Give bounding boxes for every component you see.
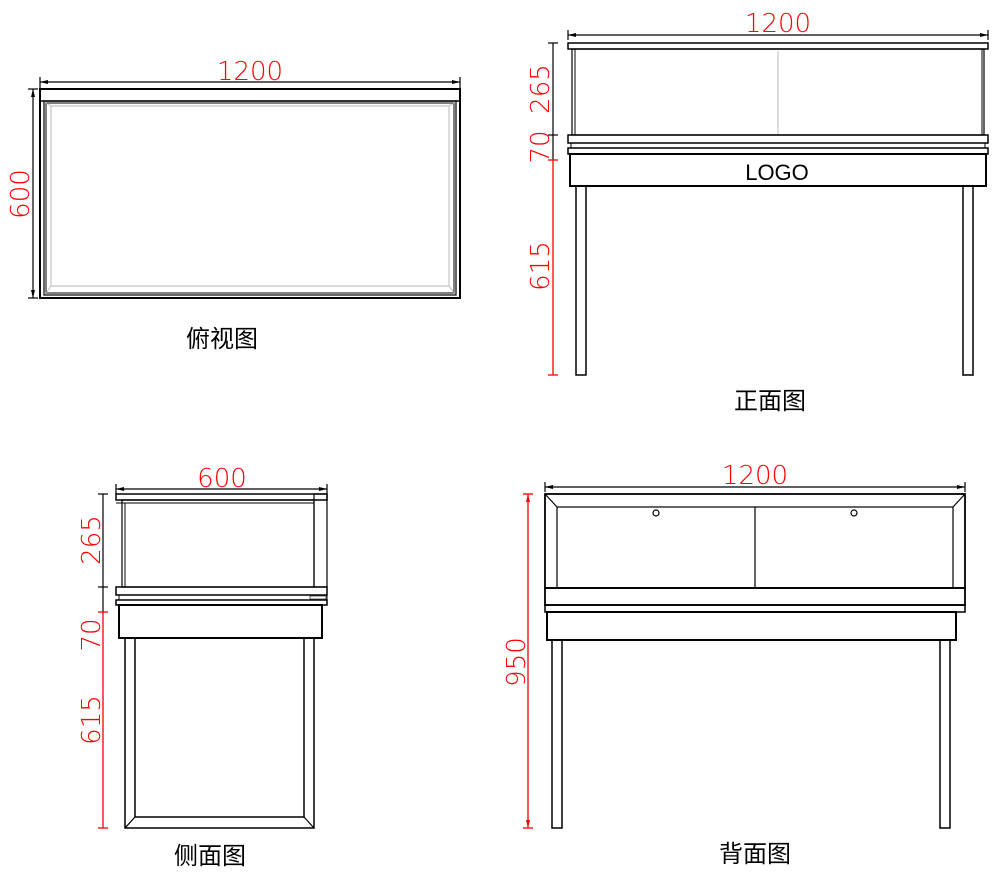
- front-leg-height-label: 615: [526, 241, 556, 291]
- side-depth-dimension: 600: [115, 464, 328, 494]
- back-view: 1200 950 背面图: [502, 461, 966, 868]
- side-base-height-label: 70: [77, 618, 107, 651]
- top-depth-label: 600: [6, 169, 36, 219]
- front-view: 1200 265 70 615 LOGO 正面图: [526, 9, 989, 415]
- side-view: 600 265 70 615 侧面图: [77, 464, 328, 870]
- front-width-dimension: 1200: [567, 9, 989, 40]
- back-width-label: 1200: [722, 461, 788, 491]
- lock-icon: [850, 509, 858, 517]
- front-width-label: 1200: [745, 9, 811, 39]
- back-height-dimension: 950: [502, 493, 533, 829]
- front-base-height-label: 70: [526, 130, 556, 163]
- side-depth-label: 600: [197, 464, 247, 494]
- back-height-label: 950: [502, 637, 532, 687]
- back-width-dimension: 1200: [544, 461, 966, 492]
- side-height-dimensions: 265 70 615: [77, 493, 108, 829]
- top-view: 1200 600 俯视图: [6, 57, 461, 353]
- front-glass-height-label: 265: [526, 64, 556, 114]
- side-leg-height-label: 615: [77, 695, 107, 745]
- top-width-dimension: 1200: [39, 57, 461, 88]
- front-logo-text: LOGO: [745, 160, 809, 185]
- front-view-caption: 正面图: [734, 387, 806, 415]
- back-view-caption: 背面图: [719, 840, 791, 868]
- side-glass-height-label: 265: [77, 515, 107, 565]
- front-height-dimensions: 265 70 615: [526, 42, 558, 376]
- top-width-label: 1200: [217, 57, 283, 87]
- side-view-caption: 侧面图: [174, 842, 246, 870]
- lock-icon: [309, 595, 327, 600]
- top-view-caption: 俯视图: [186, 325, 258, 353]
- top-depth-dimension: 600: [6, 88, 38, 299]
- lock-icon: [652, 509, 660, 517]
